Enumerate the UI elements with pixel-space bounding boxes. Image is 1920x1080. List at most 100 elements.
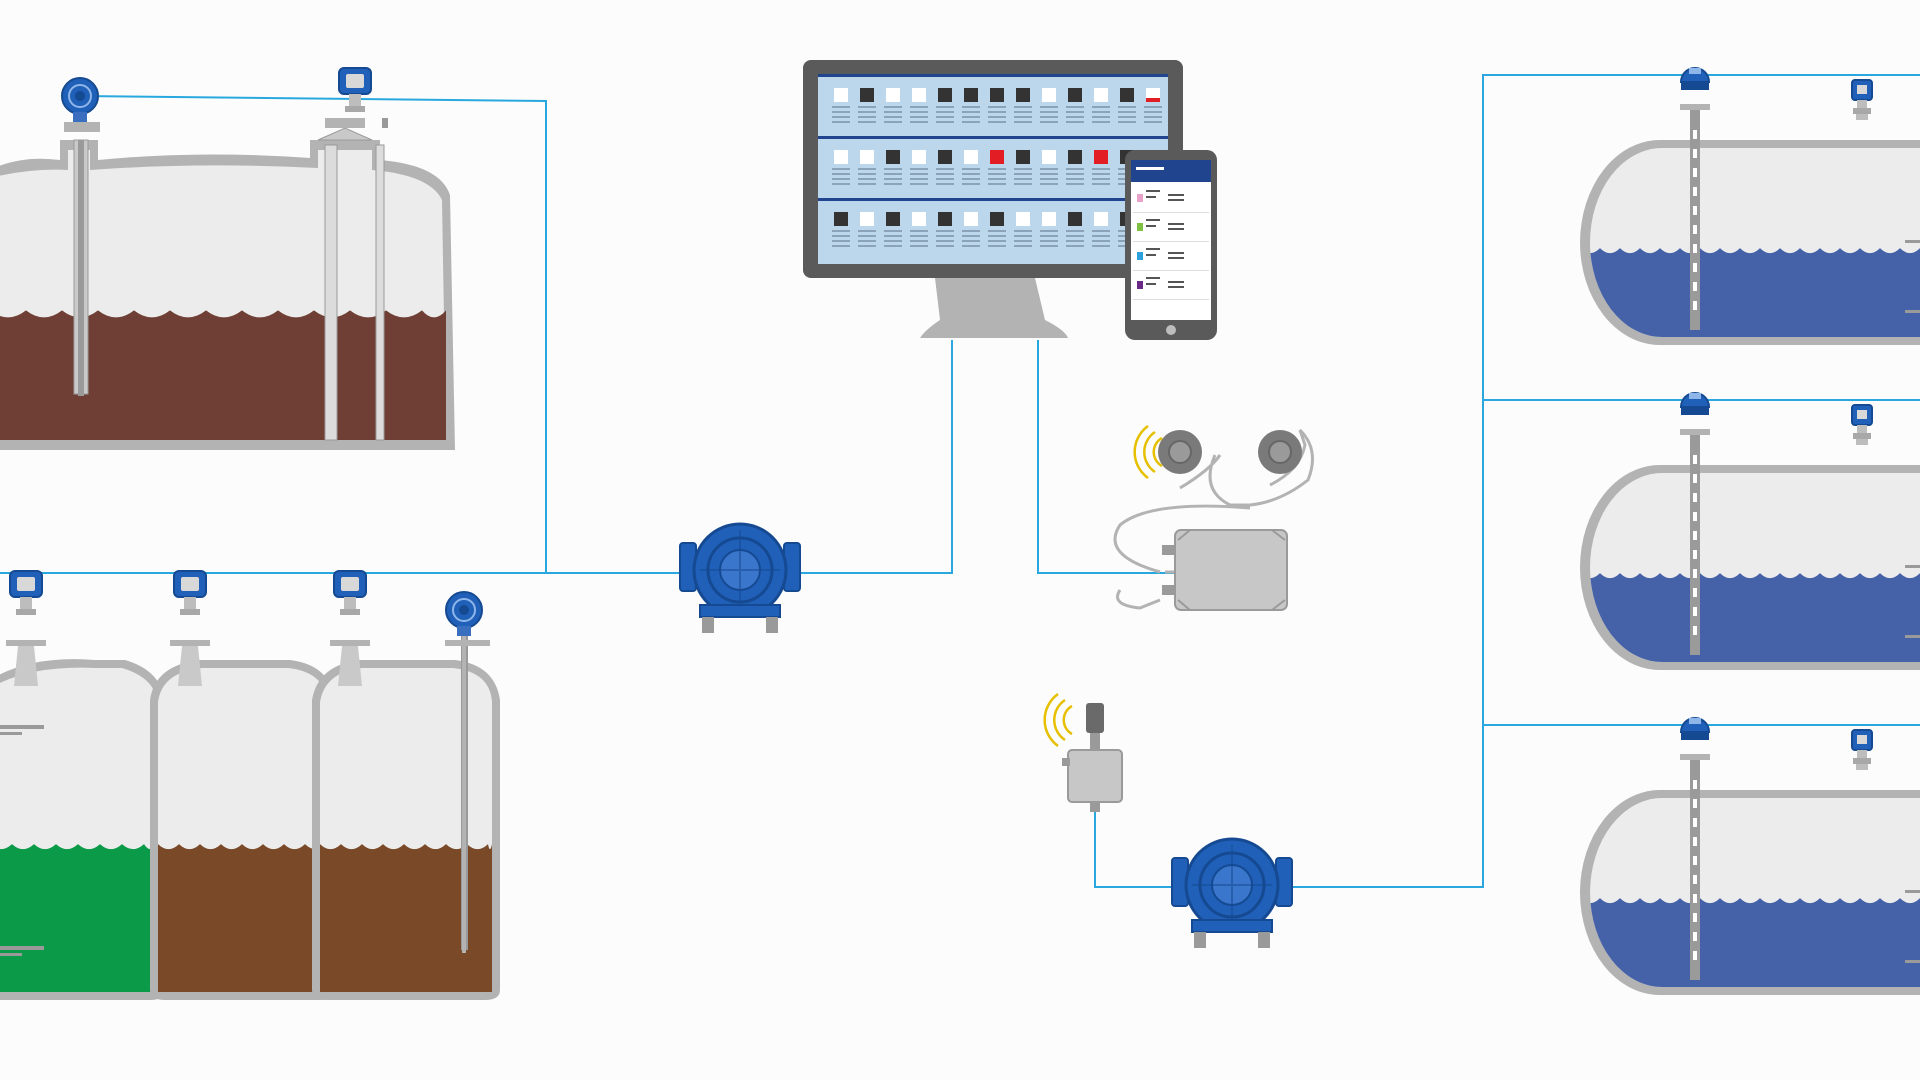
tile-detail-line	[884, 106, 902, 108]
radar-transmitter-icon[interactable]	[1680, 392, 1710, 416]
field-communicator-hub-icon[interactable]	[1170, 837, 1294, 950]
tile-detail-line	[1144, 111, 1162, 113]
tile-detail-line	[1118, 106, 1136, 108]
tile-detail-line	[1014, 240, 1032, 242]
list-detail-line	[1168, 199, 1184, 201]
tile-detail-line	[936, 106, 954, 108]
tile-detail-line	[1092, 121, 1110, 123]
tank-status-tile[interactable]	[964, 150, 978, 164]
tank-status-tile[interactable]	[886, 88, 900, 102]
tank-status-tile[interactable]	[938, 150, 952, 164]
alarm-indicator	[1146, 98, 1160, 102]
temperature-transmitter-icon[interactable]	[1851, 729, 1873, 771]
radar-transmitter-icon[interactable]	[1680, 67, 1710, 91]
horizontal-tank-3	[1580, 754, 1920, 995]
tank-status-tile[interactable]	[1068, 150, 1082, 164]
tank-color-swatch	[1137, 194, 1143, 202]
tank-status-tile[interactable]	[1120, 88, 1134, 102]
tile-detail-line	[962, 230, 980, 232]
wireless-gateway-icon[interactable]	[1113, 428, 1314, 611]
tank-status-tile[interactable]	[860, 88, 874, 102]
guided-wave-radar-icon[interactable]	[338, 67, 372, 113]
tank-status-tile[interactable]	[964, 88, 978, 102]
tank-status-tile[interactable]	[1094, 88, 1108, 102]
tank-status-tile[interactable]	[886, 212, 900, 226]
vessel-green	[0, 659, 165, 1000]
probe-mark	[1693, 780, 1697, 789]
tank-status-tile[interactable]	[1068, 212, 1082, 226]
tile-detail-line	[988, 116, 1006, 118]
field-communicator-hub-icon[interactable]	[678, 522, 802, 635]
blue-liquid-level	[1590, 898, 1920, 987]
tank-status-tile[interactable]	[860, 212, 874, 226]
tank-status-tile[interactable]	[912, 212, 926, 226]
tile-detail-line	[962, 168, 980, 170]
tank-status-tile[interactable]	[964, 212, 978, 226]
pressure-transmitter-icon[interactable]	[9, 570, 43, 616]
pressure-transmitter-icon[interactable]	[173, 570, 207, 616]
tile-detail-line	[884, 245, 902, 247]
tile-detail-line	[1066, 235, 1084, 237]
wire-crude-tank-bus	[79, 95, 547, 573]
tank-status-tile[interactable]	[834, 88, 848, 102]
vessel-brown-2	[312, 625, 500, 1000]
tank-status-tile[interactable]	[990, 88, 1004, 102]
wireless-adapter-icon[interactable]	[1062, 703, 1123, 812]
dashboard-row-divider	[818, 74, 1168, 77]
temperature-transmitter-icon[interactable]	[1851, 404, 1873, 446]
list-detail-line	[1146, 248, 1160, 250]
probe-mark	[1693, 455, 1697, 464]
list-divider	[1133, 212, 1209, 213]
monitor-icon[interactable]	[803, 60, 1183, 338]
tile-detail-line	[832, 111, 850, 113]
tank-status-tile[interactable]	[990, 150, 1004, 164]
tile-detail-line	[962, 121, 980, 123]
tank-status-tile[interactable]	[912, 88, 926, 102]
tile-detail-line	[1040, 116, 1058, 118]
temperature-transmitter-icon[interactable]	[1851, 79, 1873, 121]
probe-mark	[1693, 187, 1697, 196]
probe-mark	[1693, 626, 1697, 635]
probe-mark	[1693, 149, 1697, 158]
tank-status-tile[interactable]	[1068, 88, 1082, 102]
probe-mark	[1693, 493, 1697, 502]
tile-detail-line	[858, 116, 876, 118]
tank-status-tile[interactable]	[834, 212, 848, 226]
tank-status-tile[interactable]	[1094, 150, 1108, 164]
tank-status-tile[interactable]	[1094, 212, 1108, 226]
radar-transmitter-icon[interactable]	[445, 591, 483, 637]
tile-detail-line	[1066, 168, 1084, 170]
tank-status-tile[interactable]	[1016, 212, 1030, 226]
tile-detail-line	[1040, 173, 1058, 175]
tank-status-tile[interactable]	[1042, 88, 1056, 102]
tank-status-tile[interactable]	[1016, 150, 1030, 164]
tile-detail-line	[1040, 121, 1058, 123]
tile-detail-line	[858, 168, 876, 170]
tank-status-tile[interactable]	[990, 212, 1004, 226]
tank-status-tile[interactable]	[1042, 150, 1056, 164]
tile-detail-line	[1014, 245, 1032, 247]
tile-detail-line	[832, 235, 850, 237]
tank-color-swatch	[1137, 281, 1143, 289]
tank-status-tile[interactable]	[1042, 212, 1056, 226]
tank-status-tile[interactable]	[938, 88, 952, 102]
tank-status-tile[interactable]	[860, 150, 874, 164]
tile-detail-line	[988, 245, 1006, 247]
tile-detail-line	[1040, 111, 1058, 113]
tank-status-tile[interactable]	[886, 150, 900, 164]
tile-detail-line	[1014, 116, 1032, 118]
smartphone-icon[interactable]	[1125, 150, 1217, 340]
radar-transmitter-icon[interactable]	[1680, 717, 1710, 741]
tile-detail-line	[858, 235, 876, 237]
horizontal-tank-1	[1580, 104, 1920, 345]
tank-status-tile[interactable]	[938, 212, 952, 226]
tank-status-tile[interactable]	[912, 150, 926, 164]
tank-status-tile[interactable]	[1016, 88, 1030, 102]
tile-detail-line	[988, 178, 1006, 180]
pressure-transmitter-icon[interactable]	[333, 570, 367, 616]
tile-detail-line	[884, 116, 902, 118]
radar-transmitter-icon[interactable]	[61, 77, 99, 123]
tile-detail-line	[858, 111, 876, 113]
tank-status-tile[interactable]	[834, 150, 848, 164]
